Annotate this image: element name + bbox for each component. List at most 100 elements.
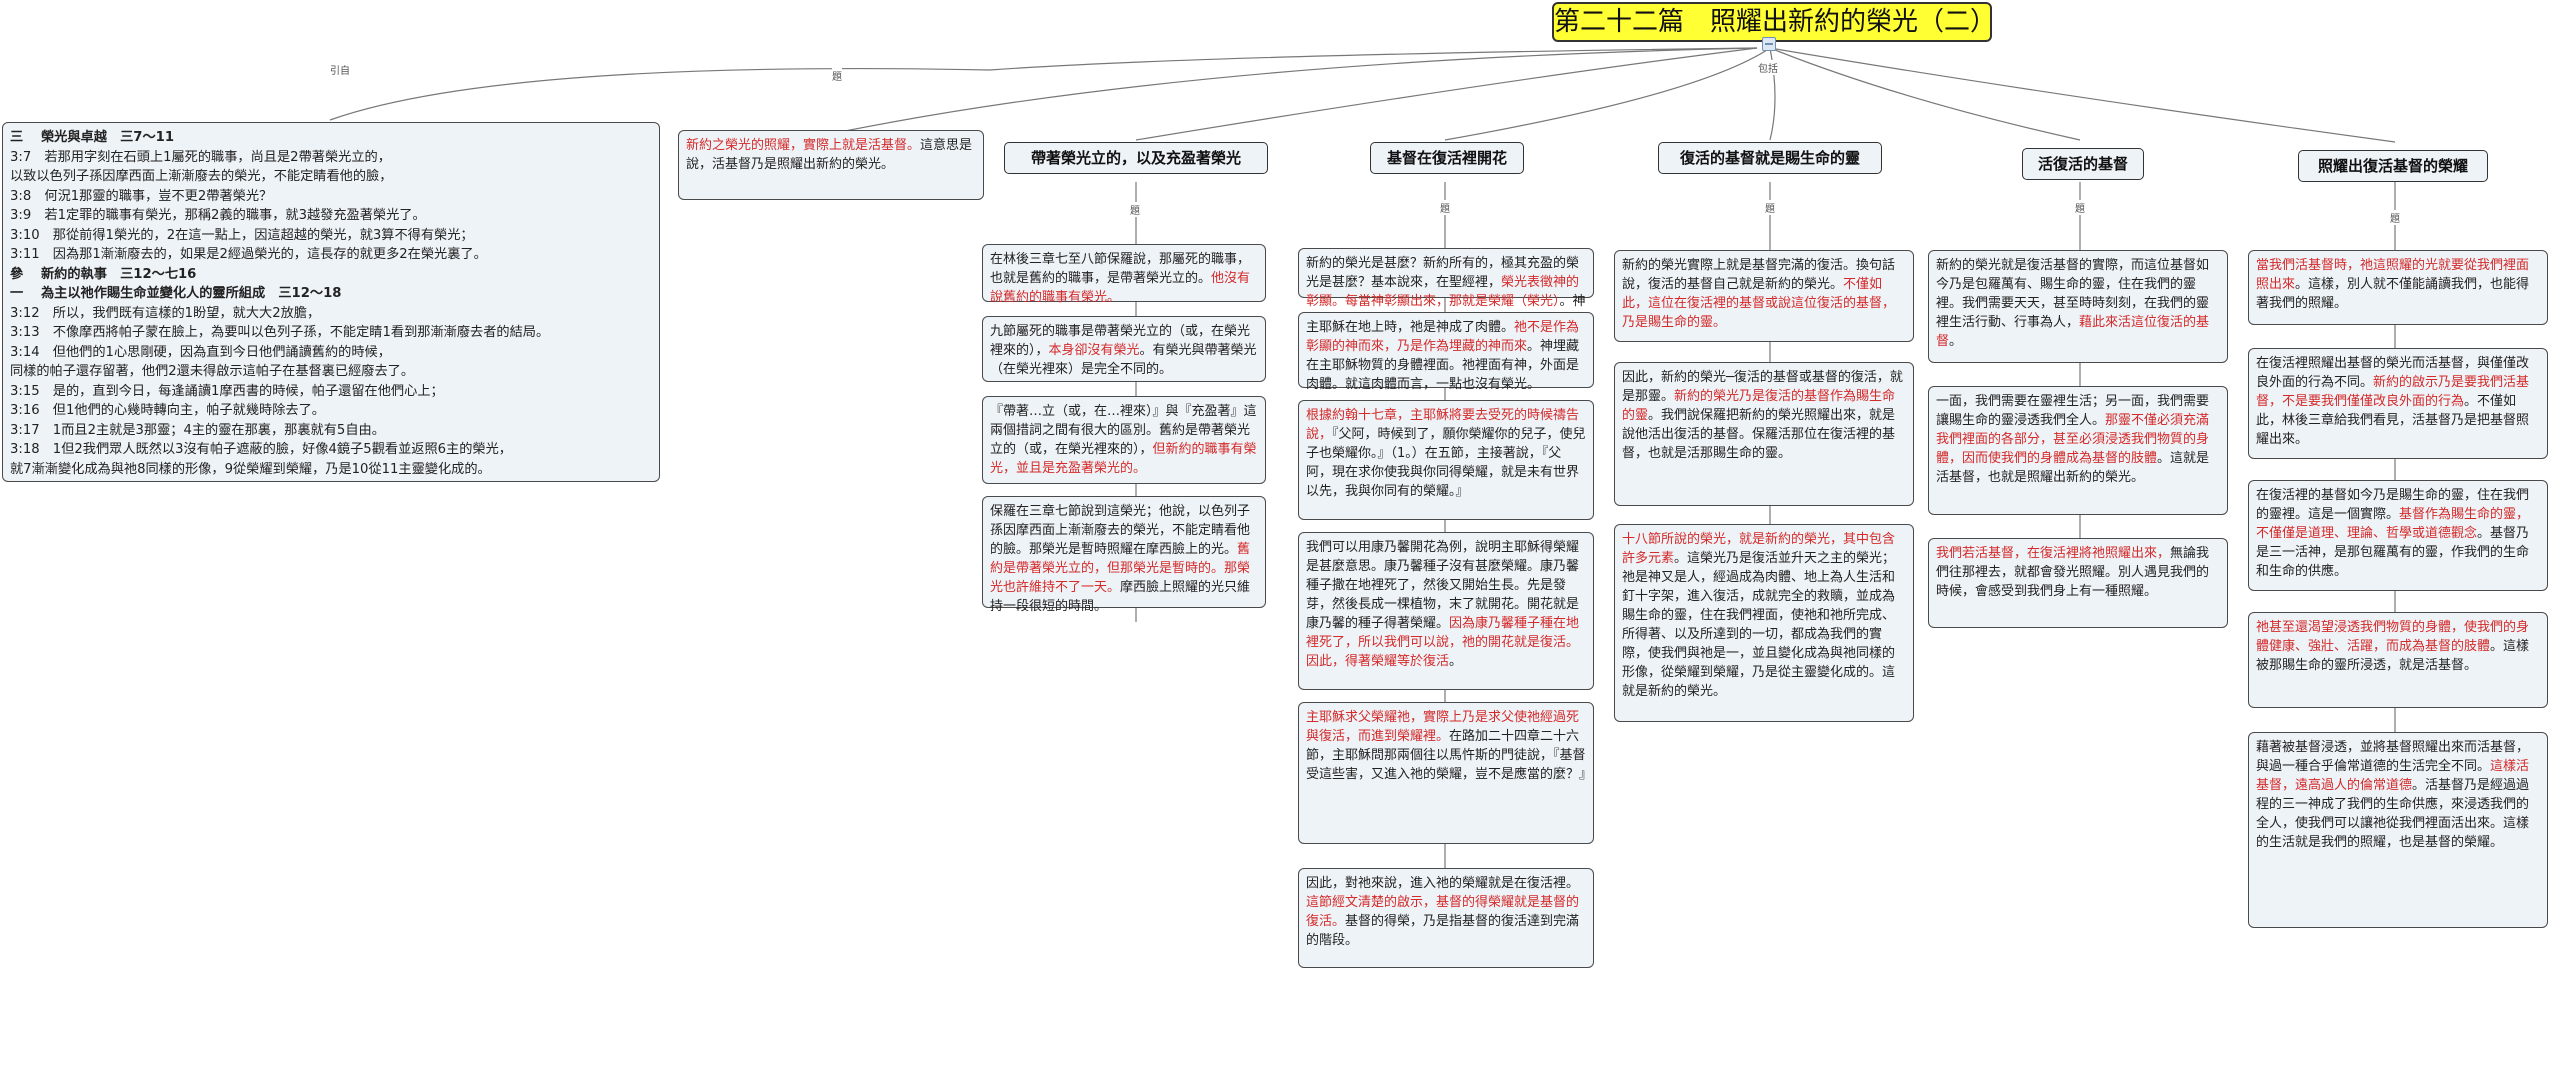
note-text: 祂甚至還渴望浸透我們物質的身體，使我們的身體健康、強壯、活躍，而成為基督的肢體 — [2256, 620, 2530, 654]
col1-note-4[interactable]: 保羅在三章七節說到這榮光；他說，以色列子孫因摩西面上漸漸廢去的榮光，不能定睛看他… — [982, 496, 1266, 614]
note-text: 新約的榮光乃是復活的基督作為賜生命的靈 — [1622, 389, 1896, 423]
col3-note-3[interactable]: 十八節所說的榮光，就是新約的榮光，其中包含許多元素。這榮光乃是復活並升天之主的榮… — [1614, 524, 1914, 722]
note-text: 。這樣，別人就不僅能誦讀我們，也能得著我們的照耀。 — [2256, 277, 2530, 311]
col2-note-6[interactable]: 因此，對祂來說，進入祂的榮耀就是在復活裡。這節經文清楚的啟示，基督的得榮耀就是基… — [1298, 868, 1594, 968]
note-text: 。這樣被那賜生命的靈所浸透，就是活基督。 — [2256, 639, 2530, 673]
note-text: 他沒有說舊約的職事有榮光。 — [990, 271, 1251, 305]
col4-note-2[interactable]: 一面，我們需要在靈裡生活；另一面，我們需要讓賜生命的靈浸透我們全人。那靈不僅必須… — [1928, 386, 2228, 515]
note-text: 基督的得榮，乃是指基督的復活達到完滿的階段。 — [1306, 914, 1580, 948]
col1-note-3[interactable]: 『帶著…立（或，在…裡來）』與『充盈著』這兩個措詞之間有很大的區別。舊約是帶著榮… — [982, 396, 1266, 484]
col3-note-2[interactable]: 因此，新約的榮光─復活的基督或基督的復活，就是那靈。新約的榮光乃是復活的基督作為… — [1614, 362, 1914, 506]
note-text: 在林後三章七至八節保羅說，那屬死的職事，也就是舊約的職事，是帶著榮光立的。 — [990, 252, 1251, 286]
note-text: 因為康乃馨種子種在地裡死了，所以我們可以說，祂的開花就是復活。因此，得著榮耀等於… — [1306, 616, 1580, 669]
note-text: 。我們說保羅把新約的榮光照耀出來，就是說他活出復活的基督。保羅活那位在復活裡的基… — [1622, 408, 1896, 461]
note-text: 新約的榮光是甚麼？新約所有的，極其充盈的榮光是甚麼？基本說來，在聖經裡， — [1306, 256, 1580, 290]
col2-note-4[interactable]: 我們可以用康乃馨開花為例，說明主耶穌得榮耀是甚麼意思。康乃馨種子沒有甚麼榮耀。康… — [1298, 532, 1594, 690]
heading-life-giving-spirit[interactable]: 復活的基督就是賜生命的靈 — [1658, 142, 1882, 174]
note-text: 無論我們往那裡去，就都會發光照耀。別人遇見我們的時候，會感受到我們身上有一種照耀… — [1936, 546, 2210, 599]
col5-note-2[interactable]: 在復活裡照耀出基督的榮光而活基督，與僅僅改良外面的行為不同。新約的啟示乃是要我們… — [2248, 348, 2548, 459]
note-text: 祂不是作為彰顯的神而來，乃是作為埋藏的神而來 — [1306, 320, 1580, 354]
col2-note-5[interactable]: 主耶穌求父榮耀祂，實際上乃是求父使祂經過死與復活，而進到榮耀裡。在路加二十四章二… — [1298, 702, 1594, 844]
scripture-line: 同樣的帕子還存留著，他們2還未得啟示這帕子在基督裏已經廢去了。 — [10, 364, 415, 379]
scripture-line: 3:15 是的，直到今日，每逢誦讀1摩西書的時候，帕子還留在他們心上； — [10, 383, 444, 399]
note-text: 。 — [1449, 654, 1463, 669]
col5-note-3[interactable]: 在復活裡的基督如今乃是賜生命的靈，住在我們的靈裡。這是一個實際。基督作為賜生命的… — [2248, 480, 2548, 591]
col4-note-3[interactable]: 我們若活基督，在復活裡將祂照耀出來，無論我們往那裡去，就都會發光照耀。別人遇見我… — [1928, 538, 2228, 628]
col1-note-1[interactable]: 在林後三章七至八節保羅說，那屬死的職事，也就是舊約的職事，是帶著榮光立的。他沒有… — [982, 244, 1266, 305]
note-text: 新約的榮光就是復活基督的實際，而這位基督如今乃是包羅萬有、賜生命的靈，住在我們的… — [1936, 258, 2210, 330]
col5-note-1[interactable]: 當我們活基督時，祂這照耀的光就要從我們裡面照出來。這樣，別人就不僅能誦讀我們，也… — [2248, 250, 2548, 325]
note-text: 。神埋藏在主耶穌物質的身體裡面。祂裡面有神，外面是肉體。就這肉體而言，一點也沒有… — [1306, 339, 1580, 392]
root-title[interactable]: 第二十二篇 照耀出新約的榮光（二） — [1552, 2, 1996, 42]
scripture-line: 3:8 何況1那靈的職事，豈不更2帶著榮光？ — [10, 188, 273, 204]
collapse-toggle-icon[interactable] — [1762, 37, 1776, 51]
scripture-line: 就7漸漸變化成為與祂8同樣的形像，9從榮耀到榮耀，乃是10從11主靈變化成的。 — [10, 461, 491, 477]
note-text: 。基督乃是三一活神，是那包羅萬有的靈，作我們的生命和生命的供應。 — [2256, 526, 2530, 579]
scripture-line: 一 為主以祂作賜生命並變化人的靈所組成 三12～18 — [10, 286, 342, 301]
edge-label-col5: 題 — [2390, 210, 2400, 225]
scripture-line: 3:11 因為那1漸漸廢去的，如果是2經過榮光的，這長存的就更多2在榮光裏了。 — [10, 247, 487, 262]
col1-note-2[interactable]: 九節屬死的職事是帶著榮光立的（或，在榮光裡來的），本身卻沒有榮光。有榮光與帶著榮… — [982, 316, 1266, 382]
note-text: 藉此來活這位復活的基督 — [1936, 315, 2210, 349]
edge-label-col4: 題 — [2075, 200, 2085, 215]
scripture-line: 3:7 若那用字刻在石頭上1屬死的職事，尚且是2帶著榮光立的， — [10, 149, 391, 165]
note-text: 那靈不僅必須充滿我們裡面的各部分，甚至必須浸透我們物質的身體，因而使我們的身體成… — [1936, 413, 2210, 466]
scripture-line: 3:10 那從前得1榮光的，2在這一點上，因這超越的榮光，就3算不得有榮光； — [10, 227, 474, 243]
col2-note-2[interactable]: 主耶穌在地上時，祂是神成了肉體。祂不是作為彰顯的神而來，乃是作為埋藏的神而來。神… — [1298, 312, 1594, 392]
heading-glory-ministry[interactable]: 帶著榮光立的，以及充盈著榮光 — [1004, 142, 1268, 174]
note-text: 新約的啟示乃是要我們活基督，不是要我們僅僅改良外面的行為 — [2256, 375, 2530, 409]
note-text: 摩西臉上照耀的光只維持一段很短的時間。 — [990, 580, 1251, 614]
heading-shine-glory[interactable]: 照耀出復活基督的榮耀 — [2298, 150, 2488, 182]
edge-label-summary: 題 — [832, 68, 842, 83]
note-text: 我們若活基督，在復活裡將祂照耀出來， — [1936, 546, 2171, 561]
note-text: 『父阿，時候到了，願你榮耀你的兒子，使兒子也榮耀你。』（1。）在五節，主接著說，… — [1306, 427, 1586, 499]
note-text: 舊約是帶著榮光立的，但那榮光是暫時的。那榮光也許維持不了一天。 — [990, 542, 1251, 595]
note-text: 本身卻沒有榮光 — [1048, 343, 1140, 358]
note-text: 在路加二十四章二十六節，主耶穌問那兩個往以馬忤斯的門徒說，『基督受這些害，又進入… — [1306, 729, 1593, 782]
edge-label-intro: 引自 — [330, 62, 350, 77]
note-text: 榮光表徵神的彰顯。每當神彰顯出來，那就是榮耀（榮光） — [1306, 275, 1580, 309]
col4-note-1[interactable]: 新約的榮光就是復活基督的實際，而這位基督如今乃是包羅萬有、賜生命的靈，住在我們的… — [1928, 250, 2228, 363]
note-text: 。不僅如此，林後三章給我們看見，活基督乃是把基督照耀出來。 — [2256, 394, 2530, 447]
scripture-line: 3:17 1而且2主就是3那靈；4主的靈在那裏，那裏就有5自由。 — [10, 422, 385, 438]
col3-note-1[interactable]: 新約的榮光實際上就是基督完滿的復活。換句話說，復活的基督自己就是新約的榮光。不僅… — [1614, 250, 1914, 342]
scripture-line: 參 新約的執事 三12～七16 — [10, 266, 197, 282]
edge-label-col3: 題 — [1765, 200, 1775, 215]
note-text: 藉著被基督浸透，並將基督照耀出來而活基督，與過一種合乎倫常道德的生活完全不同。 — [2256, 740, 2530, 774]
edge-label-includes: 包括 — [1758, 60, 1778, 75]
note-text: 根據約翰十七章，主耶穌將要去受死的時候禱告說， — [1306, 408, 1580, 442]
note-text: 基督作為賜生命的靈，不僅僅是道理、理論、哲學或道德觀念 — [2256, 507, 2530, 541]
col5-note-4[interactable]: 祂甚至還渴望浸透我們物質的身體，使我們的身體健康、強壯、活躍，而成為基督的肢體。… — [2248, 612, 2548, 708]
note-text: 一面，我們需要在靈裡生活；另一面，我們需要讓賜生命的靈浸透我們全人。 — [1936, 394, 2210, 428]
note-text: 這樣活基督，遠高過人的倫常道德 — [2256, 759, 2530, 793]
note-text: 。 — [1949, 334, 1963, 349]
note-text: 九節屬死的職事是帶著榮光立的（或，在榮光裡來的）， — [990, 324, 1251, 358]
heading-live-christ[interactable]: 活復活的基督 — [2022, 148, 2144, 180]
summary-text: 新約之榮光的照耀，實際上就是活基督。 — [686, 138, 921, 153]
note-text: 但新約的職事有榮光，並且是充盈著榮光的。 — [990, 442, 1257, 476]
scripture-line: 3:12 所以，我們既有這樣的1盼望，就大大2放膽， — [10, 305, 321, 321]
note-text: 因此，新約的榮光─復活的基督或基督的復活，就是那靈。 — [1622, 370, 1903, 404]
note-text: 我們可以用康乃馨開花為例，說明主耶穌得榮耀是甚麼意思。康乃馨種子沒有甚麼榮耀。康… — [1306, 540, 1580, 631]
note-text: 在復活裡照耀出基督的榮光而活基督，與僅僅改良外面的行為不同。 — [2256, 356, 2530, 390]
note-text: 『帶著…立（或，在…裡來）』與『充盈著』這兩個措詞之間有很大的區別。舊約是帶著榮… — [990, 404, 1257, 457]
edge-label-col2: 題 — [1440, 200, 1450, 215]
col5-note-5[interactable]: 藉著被基督浸透，並將基督照耀出來而活基督，與過一種合乎倫常道德的生活完全不同。這… — [2248, 732, 2548, 928]
col2-note-3[interactable]: 根據約翰十七章，主耶穌將要去受死的時候禱告說，『父阿，時候到了，願你榮耀你的兒子… — [1298, 400, 1594, 520]
note-text: 新約的榮光實際上就是基督完滿的復活。換句話說，復活的基督自己就是新約的榮光。 — [1622, 258, 1896, 292]
note-text: 在復活裡的基督如今乃是賜生命的靈，住在我們的靈裡。這是一個實際。 — [2256, 488, 2530, 522]
scripture-line: 3:9 若1定罪的職事有榮光，那稱2義的職事，就3越發充盈著榮光了。 — [10, 208, 426, 223]
heading-blossom-resurrection[interactable]: 基督在復活裡開花 — [1370, 142, 1524, 174]
summary-box[interactable]: 新約之榮光的照耀，實際上就是活基督。這意思是說，活基督乃是照耀出新約的榮光。 — [678, 130, 984, 200]
note-text: 。這就是活基督，也就是照耀出新約的榮光。 — [1936, 451, 2210, 485]
edge-label-col1: 題 — [1130, 202, 1140, 217]
note-text: 。有榮光與帶著榮光（在榮光裡來）是完全不同的。 — [990, 343, 1257, 377]
note-text: 主耶穌求父榮耀祂，實際上乃是求父使祂經過死與復活，而進到榮耀裡。 — [1306, 710, 1580, 744]
scripture-line: 3:14 但他們的1心思剛硬，因為直到今日他們誦讀舊約的時候， — [10, 344, 391, 360]
note-text: 十八節所說的榮光，就是新約的榮光，其中包含許多元素 — [1622, 532, 1896, 566]
note-text: 主耶穌在地上時，祂是神成了肉體。 — [1306, 320, 1515, 335]
note-text: 。活基督乃是經過過程的三一神成了我們的生命供應，來浸透我們的全人，使我們可以讓祂… — [2256, 778, 2530, 850]
col2-note-1[interactable]: 新約的榮光是甚麼？新約所有的，極其充盈的榮光是甚麼？基本說來，在聖經裡，榮光表徵… — [1298, 248, 1594, 328]
note-text: 這節經文清楚的啟示，基督的得榮耀就是基督的復活。 — [1306, 895, 1580, 929]
